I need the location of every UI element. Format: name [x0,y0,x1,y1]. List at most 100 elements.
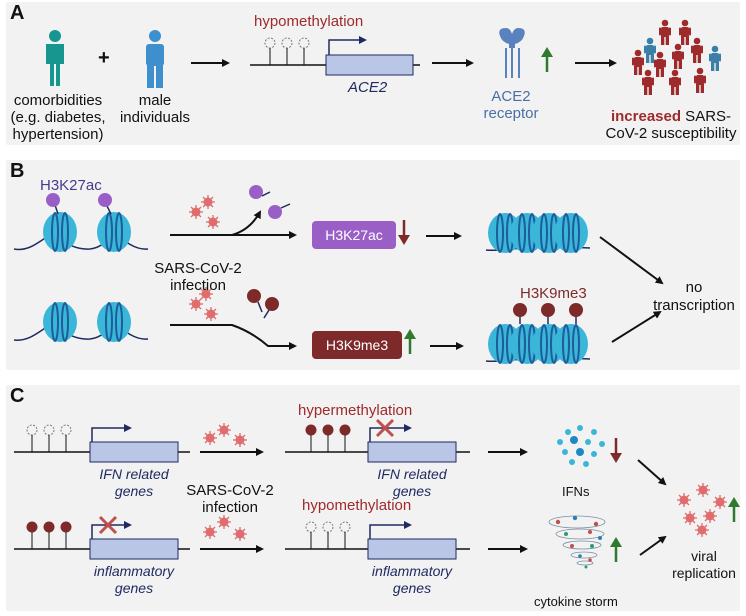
panel-b-label: B [10,160,25,182]
ace2-gene-label: ACE2 [348,79,388,96]
no-transcription-line-1: no [685,279,703,296]
ace2-receptor-label: ACE2 receptor [474,88,548,122]
virus-icon [188,296,204,312]
infl-right-line-2: genes [392,580,432,596]
panel-c: C [6,385,740,611]
ace2-gene-diagram [250,36,420,76]
virus-icon [695,482,711,498]
viral-replication-label: viral replication [666,548,742,582]
virus-icon [712,494,728,510]
panel-c-label: C [10,385,25,407]
virus-icon [216,422,232,438]
infection-line-1-b: SARS-CoV-2 [154,260,242,277]
virus-icon [232,432,248,448]
panel-a-label: A [10,2,25,24]
male-person-icon [146,30,164,88]
ace2-receptor-icon [499,28,525,78]
up-arrow-cytokine-icon [608,535,624,564]
virus-icon [202,430,218,446]
down-arrow-h3k27ac-icon [396,218,412,247]
virus-icon [702,508,718,524]
cytokine-storm-icon [548,515,606,569]
virus-icon [205,214,221,230]
male-individuals-label: male individuals [112,92,198,126]
virus-icon [232,526,248,542]
ifn-right-line-1: IFN related [377,466,447,482]
up-arrow-viral-icon [726,495,742,524]
viral-line-1: viral [691,548,717,564]
infection-line-2-c: infection [202,499,258,516]
comorbidity-person-icon [46,30,64,86]
ifn-gene-hypermethylated [285,418,470,463]
ifns-molecules-icon [557,425,605,467]
male-line-2: individuals [119,109,191,126]
plus-sign: + [98,47,110,69]
chromatin-acetylated-left [13,193,149,253]
up-arrow-ace2-icon [539,45,555,74]
sars-infection-label-c: SARS-CoV-2 infection [180,482,280,516]
viral-line-2: replication [672,565,736,581]
increased-word: increased [610,108,682,125]
infl-right-line-1: inflammatory [371,563,453,579]
infl-left-line-1: inflammatory [93,563,175,579]
h3k9me3-mark-label: H3K9me3 [520,285,587,302]
hypermethylation-label: hypermethylation [298,402,413,419]
ifn-gene-unmethylated [14,424,190,463]
people-crowd-icon [632,19,721,95]
ifn-genes-right-label: IFN related genes [362,466,462,500]
receptor-line-1: ACE2 [491,88,531,105]
receptor-line-2: receptor [483,105,539,122]
arrow-to-no-transcription-top [599,236,664,285]
cytokine-storm-label: cytokine storm [534,594,618,609]
ifn-left-line-2: genes [114,483,154,499]
virus-icon [682,510,698,526]
chromatin-compact-top [485,212,591,254]
comorbidities-label: comorbidities (e.g. diabetes, hypertensi… [8,92,108,143]
virus-icon [203,306,219,322]
no-transcription-label: no transcription [648,279,740,315]
no-transcription-line-2: transcription [653,297,735,314]
inflammatory-gene-methylated [14,515,190,560]
arrow-to-viral-bottom [639,535,667,556]
virus-icon [676,492,692,508]
chromatin-methylated-bottom [485,303,591,365]
virus-icon [202,524,218,540]
h3k27ac-box: H3K27ac [312,221,396,249]
sars-infection-label-b: SARS-CoV-2 infection [150,260,246,294]
arrow-b-bottom [170,324,297,350]
susceptibility-label: increased SARS- CoV-2 susceptibility [598,108,744,142]
susceptibility-line-2: CoV-2 susceptibility [605,125,737,142]
virus-icon [188,204,204,220]
inflammatory-genes-right-label: inflammatory genes [362,563,462,597]
comorbidities-line-3: hypertension) [12,126,104,143]
infection-line-1-c: SARS-CoV-2 [186,482,274,499]
comorbidities-line-1: comorbidities [13,92,103,109]
h3k9me3-box: H3K9me3 [312,331,402,359]
infl-left-line-2: genes [114,580,154,596]
sars-fragment: SARS- [681,108,732,125]
hypomethylation-label-a: hypomethylation [254,13,364,30]
removed-acetyl-marks [249,185,291,219]
arrow-to-viral-top [637,459,667,486]
ifn-genes-left-label: IFN related genes [84,466,184,500]
methyl-marks-added [247,289,279,319]
chromatin-bottom-left [13,301,149,343]
comorbidities-line-2: (e.g. diabetes, [10,109,106,126]
arrow-to-no-transcription-bottom [611,310,662,343]
virus-icon [694,522,710,538]
virus-icon [216,514,232,530]
virus-icon [200,194,216,210]
ifn-right-line-2: genes [392,483,432,499]
ifn-left-line-1: IFN related [99,466,169,482]
arrow-b-top [170,210,297,239]
ifns-label: IFNs [562,484,590,499]
infection-line-2-b: infection [170,277,226,294]
h3k27ac-mark-label: H3K27ac [40,177,102,194]
male-line-1: male [138,92,172,109]
inflammatory-gene-hypomethylated [285,521,470,560]
hypomethylation-label-c: hypomethylation [302,497,412,514]
inflammatory-genes-left-label: inflammatory genes [84,563,184,597]
up-arrow-h3k9me3-icon [402,327,418,356]
down-arrow-ifns-icon [608,436,624,465]
